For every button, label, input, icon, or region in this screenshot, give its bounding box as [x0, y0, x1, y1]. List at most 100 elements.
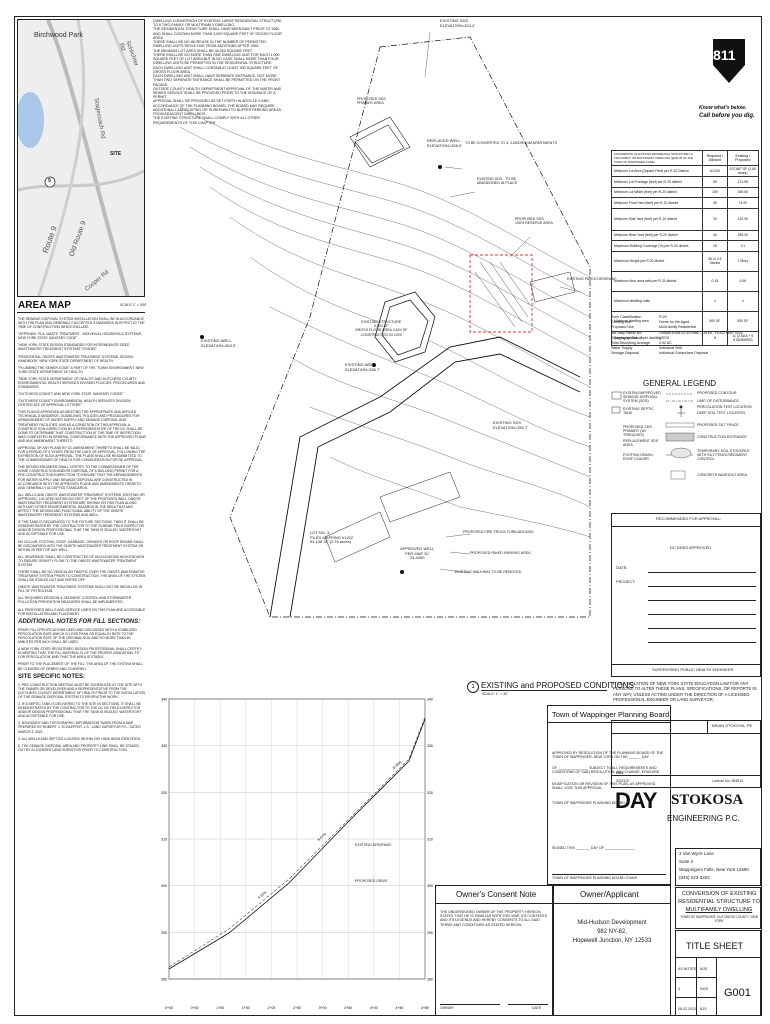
note: 4. ALL WELLS AND SEPTICS LOCATED WITHIN … — [18, 736, 142, 741]
table-cell: Minimum Lot Frontage (feet) per R-20 dis… — [610, 176, 704, 188]
zone-key: Tax Map Parcel No. — [611, 330, 643, 335]
map-label-route-shield: 9 — [48, 178, 51, 184]
zone-value: 135689-6158-02-870986 - Lot #4 - FILED M… — [659, 330, 743, 335]
table-cell: 120.30 — [726, 207, 760, 231]
owner-applicant-block: Owner/Applicant Mid-Hudson Development 9… — [553, 885, 671, 1015]
note: ALL WELLS AND ONSITE WASTEWATER TREATMEN… — [18, 492, 145, 518]
profile-y-tick: 280 — [161, 978, 167, 982]
table-cell: Minimum Lot Width (feet) per R-20 distri… — [610, 186, 704, 198]
sheet-number: G001 — [724, 987, 751, 999]
project-title-block: CONVERSION OF EXISTING RESIDENTIAL STRUC… — [675, 887, 761, 929]
legend-item: PERCOLATION TEST LOCATION — [697, 405, 752, 409]
table-cell: Minimum Side Yard (feet) per R-20 distri… — [610, 207, 704, 231]
washout-symbol — [670, 470, 686, 480]
area-map-title: AREA MAP — [18, 300, 71, 311]
profile-y-tick: 320 — [161, 791, 167, 795]
note: "NEW YORK STATE DESIGN STANDARDS FOR INT… — [18, 343, 130, 352]
approval-sig: SUPERVISING PUBLIC HEALTH ENGINEER — [652, 667, 734, 672]
table-row: Minimum Lot Frontage (feet) per R-20 dis… — [610, 176, 760, 188]
top-notes: DWELLING CONVERSION OF EXISTING LARGE RE… — [153, 19, 285, 125]
profile-x-tick: 3+50 — [344, 1006, 352, 1010]
construction-entrance-symbol — [665, 432, 695, 442]
map-label-site: SITE — [110, 151, 122, 157]
legend-item: PROPOSED CONTOUR — [697, 391, 737, 395]
note: 2. IF A SEPTIC TANK IS DELIVERED TO THE … — [18, 702, 142, 719]
zone-key: Topographic Datum — [611, 335, 643, 340]
engineer-date-label: Date: — [616, 771, 625, 775]
label-paved-parking: PROPOSED PAVED PARKING AREA — [470, 551, 531, 555]
firm-addr2: Suite 2 — [679, 859, 694, 864]
zone-row: Tax Map Parcel No. 135689-6158-02-870986 … — [611, 331, 759, 336]
label-walkway: EXISTING WALKWAY TO BE REMOVED — [455, 570, 522, 574]
silt-fence-symbol — [665, 422, 695, 428]
sheet-title-block: TITLE SHEET AS NOTED MJS 06.02.2022 0425… — [675, 930, 761, 1015]
legend-item: PROPOSED SILT FENCE — [697, 423, 739, 427]
profile-x-tick: 0+00 — [165, 1006, 173, 1010]
profile-y-tick: 300 — [427, 884, 433, 888]
table-row: Minimum Side Yard (feet) per R-20 distri… — [610, 207, 760, 231]
table-cell: 121.96 — [726, 176, 760, 188]
note: THE SEWAGE DISPOSAL SYSTEM INSTALLATION … — [18, 317, 145, 330]
label-existing-structure: EXISTING STRUCTURE 4,624 SF GROSS FLOOR … — [355, 320, 408, 337]
note: IF THE TANK IS SEQUENCED TO THE FIXTURE … — [18, 520, 144, 537]
deep-soil-symbol — [677, 409, 685, 417]
profile-y-tick: 290 — [161, 931, 167, 935]
table-cell: 50 — [702, 176, 728, 188]
zone-key: Zone Classification — [611, 315, 642, 319]
legend-item: CONSTRUCTION ENTRANCE — [697, 435, 747, 439]
area-map: Birchwood Park Schlichter Rd Stagecoach … — [17, 19, 145, 297]
legend: EXISTING/APPROVED SEWAGE DISPOSAL SYSTEM… — [611, 391, 759, 511]
label-replaced-well: REPLACED WELL ELEVATION=328.0' — [427, 138, 462, 148]
note: "DUTCHESS COUNTY AND NEW YORK STATE SANI… — [18, 392, 124, 397]
table-row: Maximum floor area ratio per R-20 distri… — [610, 270, 760, 292]
project-line1: CONVERSION OF EXISTING — [681, 891, 757, 897]
owner-name: Mid-Hudson Development — [577, 920, 647, 926]
sheet-date: 06.02.2022 — [678, 1007, 696, 1011]
dig-safe-line2: Call before you dig. — [699, 113, 755, 119]
label-existing-septic: EXISTING SDS ELEVATION=324.4' — [440, 18, 475, 28]
legend-item: EXISTING/APPROVED SEWAGE DISPOSAL SYSTEM… — [623, 391, 661, 404]
profile-y-tick: 290 — [427, 931, 433, 935]
profile-existing-line — [168, 716, 426, 968]
table-cell: CONVERSION OF EXISTING RESIDENTIAL STRUC… — [610, 150, 704, 166]
label-existing-abandon: EXISTING SDS - TO BE ABANDONED IN PLACE — [477, 177, 518, 186]
table-cell: 74.00 — [726, 197, 760, 209]
note: NO CELLAR, FOOTING, ROOF, GARBAGE, GRIND… — [18, 539, 145, 552]
profile-x-tick: 0+50 — [191, 1006, 199, 1010]
zone-key: Total Disturbing Acreage — [611, 341, 650, 346]
note: "DUTCHESS COUNTY ENVIRONMENTAL HEALTH SE… — [18, 399, 131, 408]
note: ALL REQUIRED EROSION & SEDIMENT CONTROL … — [18, 596, 132, 605]
legend-item: LIMIT OF DISTURBANCE — [697, 399, 739, 403]
profile-existing-label: EXISTING DRIVEWAY — [355, 843, 392, 847]
site-specific-title: SITE SPECIFIC NOTES: — [18, 673, 86, 680]
project-town: TOWN OF WAPPINGER, DUTCHESS COUNTY, NEW … — [680, 915, 758, 923]
fill-notes-title: ADDITIONAL NOTES FOR FILL SECTIONS: — [18, 618, 141, 625]
firm-addr3: Wappingers Falls, New York 12590 — [679, 867, 749, 872]
tank-symbol — [611, 406, 621, 414]
profile-proposed-label: PROPOSED DRIVE — [355, 879, 388, 883]
table-cell: 0.06 — [726, 270, 760, 292]
table-cell: 4 — [702, 290, 728, 312]
sheet-checked: BJS — [700, 1007, 707, 1011]
engineer-name: BRIAN STOKOSA, PE — [712, 723, 753, 728]
violation-warning: IT IS A VIOLATION OF NEW YORK STATE EDUC… — [613, 681, 757, 702]
note: 3. BOUNDARY AND TOPOGRAPHIC INFORMATION … — [18, 721, 141, 734]
profile-y-tick: 340 — [161, 698, 167, 702]
table-row: Minimum Lot Width (feet) per R-20 distri… — [610, 186, 760, 198]
firm-sub: ENGINEERING P.C. — [667, 814, 740, 823]
planning-board-block: Town of Wappinger Planning Board APPROVE… — [547, 705, 671, 885]
table-cell: Maximum Height per R-20 district — [610, 250, 704, 272]
note: APPROVAL OF ANY PLANS BY DC AMENDMENT TH… — [18, 445, 146, 463]
approval-date: DATE: — [616, 565, 628, 570]
table-cell: 40 — [702, 229, 728, 241]
legend-item: DEEP SOIL TEST LOCATION — [697, 411, 745, 415]
table-cell: 269.50 — [726, 186, 760, 198]
zone-key: Proposed Use — [611, 325, 634, 330]
table-cell: Minimum Rear Yard (feet) per R-20 distri… — [610, 229, 704, 241]
pb-text3: MODIFICATION OR REVISION OF THIS PLAN, A… — [552, 782, 656, 791]
note: "NEW YORK STATE DEPARTMENT OF HEALTH" AN… — [18, 376, 146, 390]
drawing-sheet: Birchwood Park Schlichter Rd Stagecoach … — [14, 16, 762, 1016]
table-cell: 4 — [726, 290, 760, 312]
